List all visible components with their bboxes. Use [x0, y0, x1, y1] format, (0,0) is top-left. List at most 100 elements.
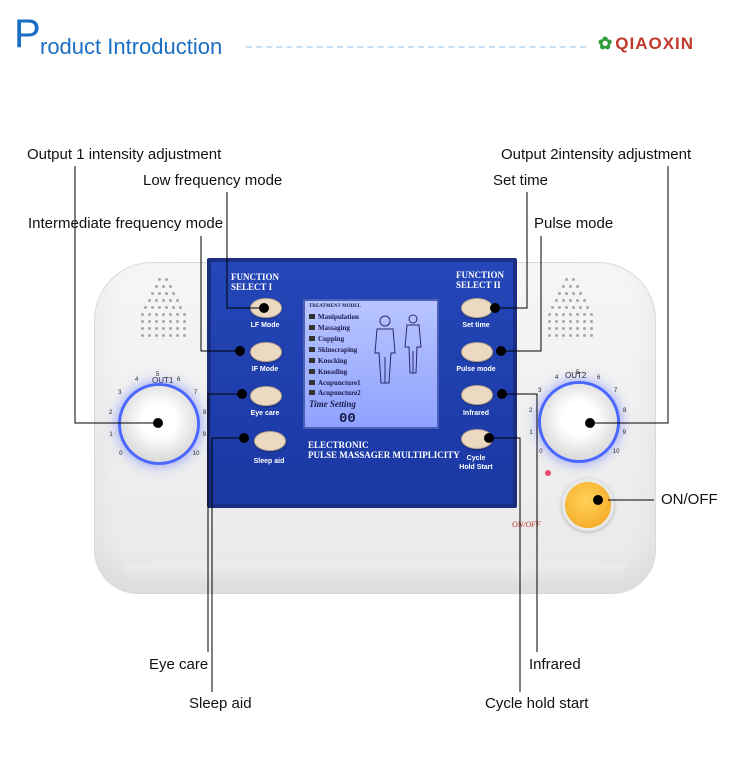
grille-hole: [154, 299, 158, 302]
lcd-item: Acupuncture2: [309, 389, 361, 397]
pointer-dot: [496, 346, 506, 356]
grille-hole: [565, 278, 568, 281]
grille-hole: [161, 285, 165, 288]
knob-scale-number: 2: [529, 408, 533, 415]
grille-hole: [568, 320, 572, 323]
panel-left-title: FUNCTION SELECT I: [231, 272, 280, 292]
pointer-dot: [235, 346, 245, 356]
grille-hole: [547, 327, 551, 330]
grille-hole: [572, 306, 575, 309]
out1-label: OUT1: [152, 376, 174, 385]
grille-hole: [575, 313, 579, 316]
grille-hole: [558, 306, 561, 309]
brand-name: QIAOXIN: [615, 34, 695, 53]
grille-hole: [589, 327, 593, 330]
eye-care-label: Eye care: [250, 410, 280, 417]
grille-hole: [165, 292, 168, 295]
grille-hole: [182, 334, 186, 337]
grille-hole: [561, 334, 565, 337]
knob-scale-number: 7: [613, 388, 618, 395]
eye-care-button[interactable]: [250, 386, 282, 406]
grille-hole: [161, 320, 165, 323]
grille-hole: [182, 327, 186, 330]
pointer-dot: [153, 418, 163, 428]
grille-hole: [168, 285, 172, 288]
panel-brand-line2: PULSE MASSAGER MULTIPLICITY: [308, 450, 460, 460]
lcd-item: Acupuncture1: [309, 379, 361, 387]
brand-logo: ✿QIAOXIN: [598, 34, 694, 54]
grille-hole: [144, 306, 147, 309]
callout-pulse-mode: Pulse mode: [534, 215, 614, 232]
body-figure-icon: [374, 314, 422, 384]
knob-scale-number: 5: [156, 372, 160, 378]
grille-hole: [172, 292, 175, 295]
grille-hole: [554, 299, 558, 302]
speaker-grille-left: [138, 278, 193, 348]
grille-hole: [154, 313, 158, 316]
grille-hole: [151, 306, 154, 309]
grille-hole: [154, 334, 158, 337]
grille-hole: [582, 334, 586, 337]
speaker-grille-right: [545, 278, 600, 348]
pulse-mode-button[interactable]: [461, 342, 493, 362]
lcd-screen: TREATMENT MODEL Manipulation Massaging C…: [303, 299, 439, 429]
pointer-dot: [259, 303, 269, 313]
grille-hole: [561, 313, 565, 316]
lcd-item: Knocking: [309, 357, 347, 365]
onoff-print: ON/OFF: [512, 520, 541, 529]
output2-knob[interactable]: [541, 384, 617, 460]
grille-hole: [165, 306, 168, 309]
grille-hole: [558, 292, 561, 295]
grille-hole: [151, 292, 154, 295]
grille-hole: [568, 334, 572, 337]
grille-hole: [175, 327, 179, 330]
knob-scale-number: 8: [202, 410, 207, 417]
grille-hole: [589, 313, 593, 316]
grille-hole: [565, 306, 568, 309]
sleep-aid-button[interactable]: [254, 431, 286, 451]
grille-hole: [568, 313, 572, 316]
pointer-dot: [484, 433, 494, 443]
grille-hole: [575, 327, 579, 330]
if-mode-button[interactable]: [250, 342, 282, 362]
grille-hole: [547, 334, 551, 337]
grille-hole: [161, 313, 165, 316]
grille-hole: [579, 292, 582, 295]
callout-infrared: Infrared: [529, 656, 581, 673]
grille-hole: [175, 299, 179, 302]
pointer-dot: [585, 418, 595, 428]
knob-scale-number: 3: [538, 388, 542, 395]
grille-hole: [554, 334, 558, 337]
grille-hole: [140, 327, 144, 330]
knob-scale-number: 10: [192, 450, 200, 457]
power-button[interactable]: [562, 479, 614, 531]
grille-hole: [158, 292, 161, 295]
grille-hole: [154, 285, 158, 288]
grille-hole: [568, 285, 572, 288]
grille-hole: [582, 320, 586, 323]
grille-hole: [175, 313, 179, 316]
infrared-button[interactable]: [461, 385, 493, 405]
grille-hole: [575, 285, 579, 288]
knob-scale-number: 1: [109, 431, 113, 438]
lcd-digits: 00: [339, 411, 356, 427]
grille-hole: [579, 306, 582, 309]
grille-hole: [547, 320, 551, 323]
knob-scale-number: 6: [177, 376, 181, 383]
grille-hole: [168, 327, 172, 330]
grille-hole: [568, 327, 572, 330]
leaf-icon: ✿: [598, 34, 614, 53]
sleep-aid-label: Sleep aid: [253, 458, 285, 465]
grille-hole: [154, 320, 158, 323]
knob-scale-number: 3: [118, 390, 122, 397]
grille-hole: [168, 334, 172, 337]
knob-scale-number: 9: [202, 431, 206, 438]
lcd-item: Massaging: [309, 324, 350, 332]
header-banner: P roduct Introduction ✿QIAOXIN: [0, 0, 750, 70]
panel-right-title: FUNCTION SELECT II: [456, 270, 505, 290]
grille-hole: [589, 320, 593, 323]
callout-low-frequency: Low frequency mode: [143, 172, 283, 189]
lcd-item: Skinscraping: [309, 346, 357, 354]
grille-hole: [161, 334, 165, 337]
